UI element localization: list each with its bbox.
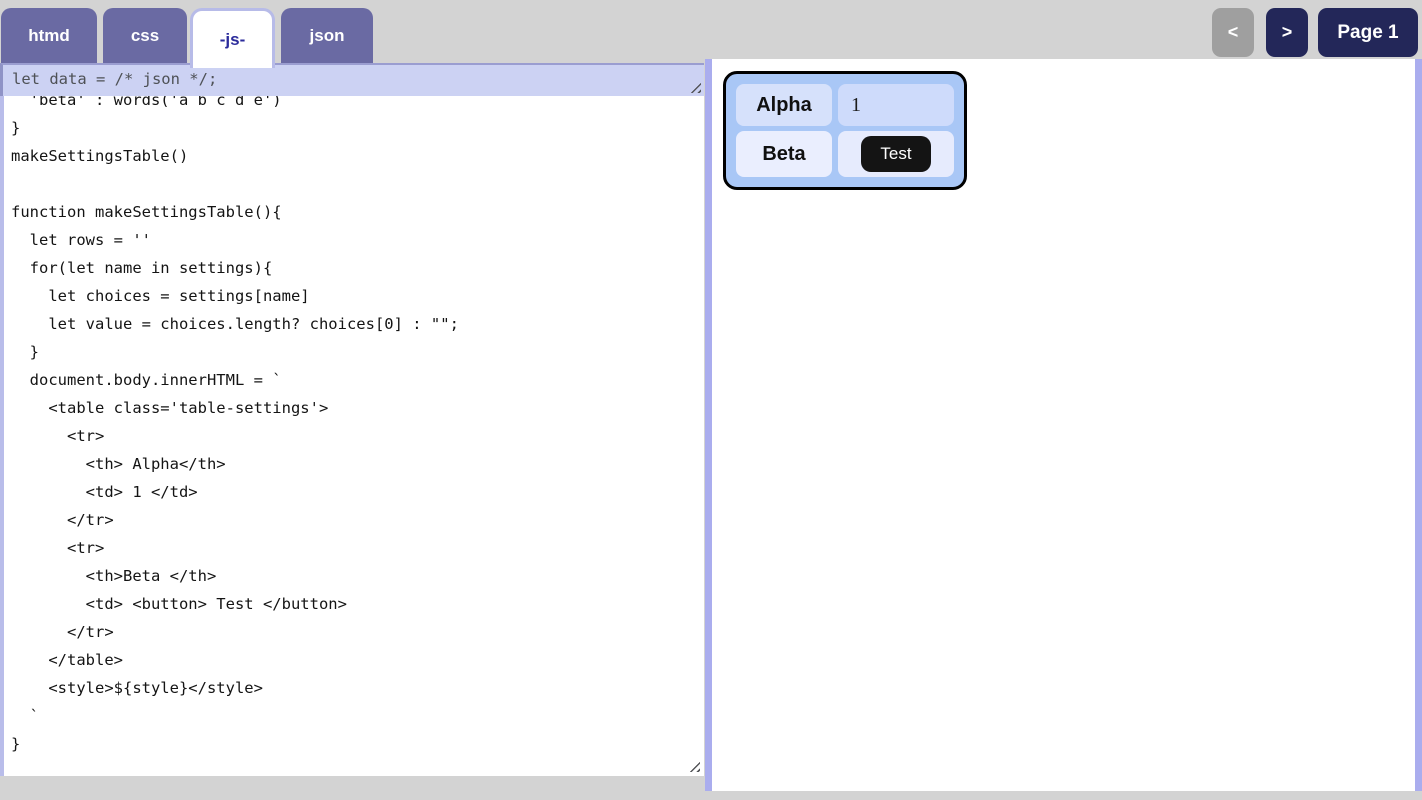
tab-htmd[interactable]: htmd bbox=[1, 8, 97, 63]
tab-label: json bbox=[309, 25, 345, 45]
tab-label: css bbox=[130, 25, 160, 45]
resize-grip-icon[interactable] bbox=[689, 81, 701, 93]
table-header-cell: Beta bbox=[736, 131, 832, 177]
pinned-line-text: let data = /* json */; bbox=[12, 70, 218, 88]
tab-label: -js- bbox=[219, 29, 246, 49]
next-page-button[interactable]: > bbox=[1266, 8, 1308, 57]
code-editor[interactable]: 'beta' : words('a b c d e') } makeSettin… bbox=[0, 96, 704, 776]
resize-grip-icon[interactable] bbox=[688, 760, 700, 772]
page-indicator-button[interactable]: Page 1 bbox=[1318, 8, 1418, 57]
tab-label: htmd bbox=[28, 25, 70, 45]
test-button[interactable]: Test bbox=[861, 136, 931, 172]
editor-pinned-line[interactable]: let data = /* json */; bbox=[0, 63, 704, 96]
settings-table: Alpha 1 Beta Test bbox=[723, 71, 967, 190]
table-value-cell: Test bbox=[838, 131, 954, 177]
table-header-cell: Alpha bbox=[736, 84, 832, 126]
table-value-cell: 1 bbox=[838, 84, 954, 126]
preview-panel: Alpha 1 Beta Test bbox=[705, 59, 1422, 791]
tab-css[interactable]: css bbox=[103, 8, 187, 63]
code-editor-content: 'beta' : words('a b c d e') } makeSettin… bbox=[11, 96, 459, 753]
prev-page-button[interactable]: < bbox=[1212, 8, 1254, 57]
tab-js[interactable]: -js- bbox=[190, 8, 275, 68]
tab-json[interactable]: json bbox=[281, 8, 373, 63]
